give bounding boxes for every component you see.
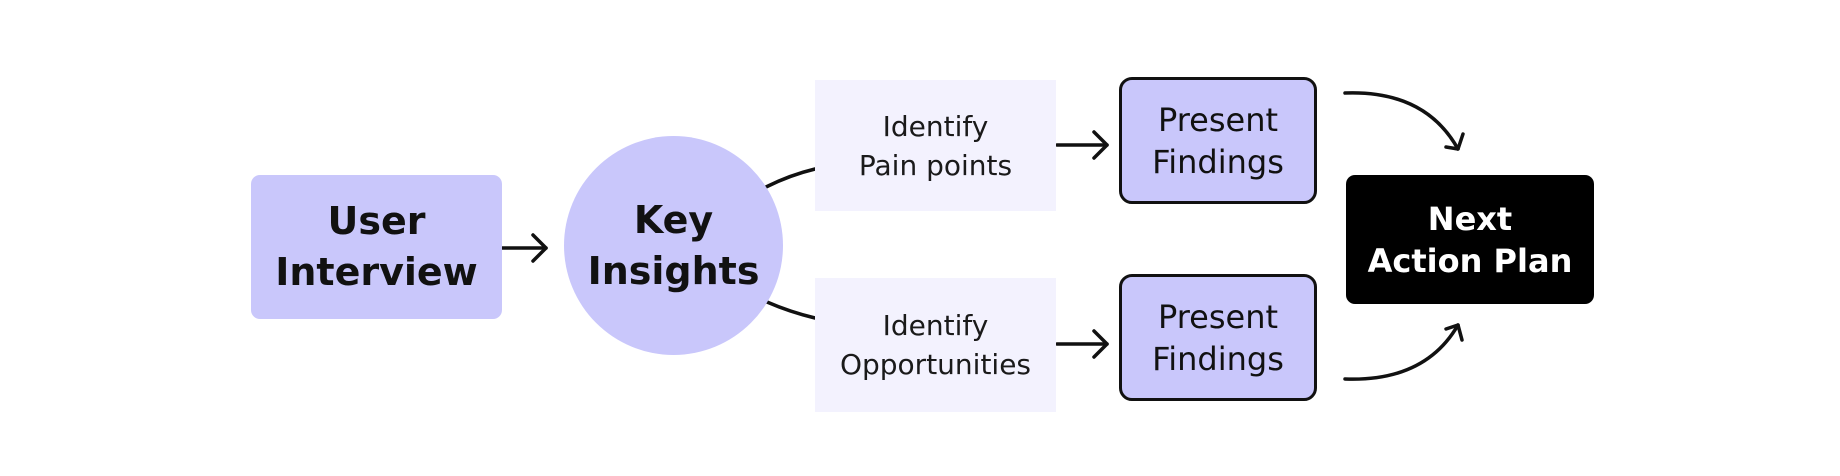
node-present-findings-bottom: Present Findings xyxy=(1119,274,1317,401)
line-insights-to-opportunities xyxy=(765,300,817,320)
arrowhead-interview-to-insights xyxy=(531,233,548,263)
node-identify-pain-points: Identify Pain points xyxy=(815,80,1056,211)
node-key-insights: Key Insights xyxy=(564,136,783,355)
arrow-findings-top-to-plan xyxy=(1343,91,1460,151)
node-user-interview: User Interview xyxy=(251,175,502,319)
arrowhead-findings-top-to-plan xyxy=(1444,132,1465,151)
arrowhead-opp-to-findings-bottom xyxy=(1092,329,1109,359)
node-present-findings-top: Present Findings xyxy=(1119,77,1317,204)
node-next-action-plan: Next Action Plan xyxy=(1346,175,1594,304)
arrowhead-findings-bottom-to-plan xyxy=(1444,323,1464,342)
arrowhead-pain-to-findings-top xyxy=(1092,130,1109,160)
node-identify-opportunities: Identify Opportunities xyxy=(815,278,1056,412)
arrow-findings-bottom-to-plan xyxy=(1343,323,1460,381)
line-insights-to-pain-points xyxy=(764,167,817,189)
